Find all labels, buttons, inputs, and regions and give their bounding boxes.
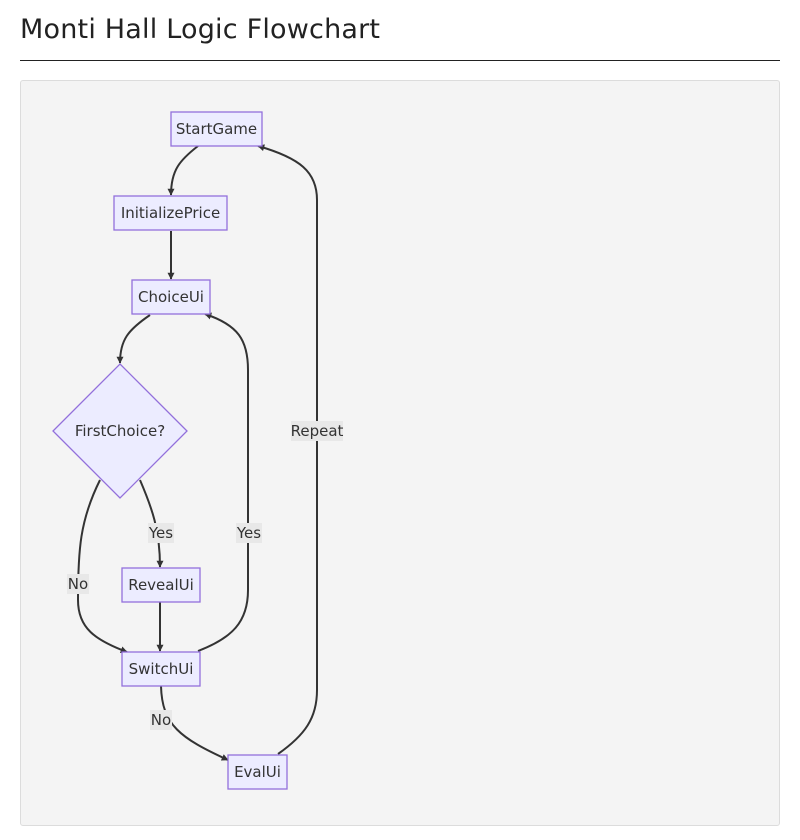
page-title: Monti Hall Logic Flowchart bbox=[20, 14, 381, 45]
edge-firstchoice-yes-to-reveal bbox=[139, 479, 164, 568]
edge-eval-repeat-to-start bbox=[257, 144, 318, 755]
svg-text:RevealUi: RevealUi bbox=[128, 576, 194, 594]
edge-start-to-initialize bbox=[167, 145, 199, 196]
node-start-game: StartGame bbox=[170, 111, 263, 147]
svg-text:ChoiceUi: ChoiceUi bbox=[138, 288, 204, 306]
svg-text:Yes: Yes bbox=[236, 524, 261, 542]
node-switch-ui: SwitchUi bbox=[121, 651, 201, 687]
edge-label-switch-no: No bbox=[150, 710, 172, 730]
node-choice-ui: ChoiceUi bbox=[131, 279, 211, 315]
node-reveal-ui: RevealUi bbox=[121, 567, 201, 603]
node-first-choice-decision: FirstChoice? bbox=[52, 363, 188, 499]
svg-text:StartGame: StartGame bbox=[176, 120, 257, 138]
edge-switch-no-to-eval bbox=[160, 685, 229, 761]
title-divider bbox=[20, 60, 780, 61]
edge-firstchoice-no-to-switch bbox=[76, 479, 128, 654]
svg-text:SwitchUi: SwitchUi bbox=[129, 660, 194, 678]
edge-label-switch-yes: Yes bbox=[236, 523, 262, 543]
svg-text:No: No bbox=[68, 575, 88, 593]
edge-switch-yes-to-choice bbox=[197, 312, 249, 652]
node-initialize-price: InitializePrice bbox=[113, 195, 228, 231]
edge-label-repeat: Repeat bbox=[291, 421, 344, 441]
edge-label-firstchoice-yes: Yes bbox=[148, 523, 174, 543]
edge-label-firstchoice-no: No bbox=[67, 574, 89, 594]
svg-text:Yes: Yes bbox=[148, 524, 173, 542]
edge-choice-to-firstchoice bbox=[116, 314, 151, 364]
svg-text:InitializePrice: InitializePrice bbox=[121, 204, 220, 222]
svg-text:No: No bbox=[151, 711, 171, 729]
svg-text:Repeat: Repeat bbox=[291, 422, 344, 440]
svg-text:EvalUi: EvalUi bbox=[234, 763, 281, 781]
node-eval-ui: EvalUi bbox=[227, 754, 288, 790]
svg-text:FirstChoice?: FirstChoice? bbox=[75, 422, 165, 440]
